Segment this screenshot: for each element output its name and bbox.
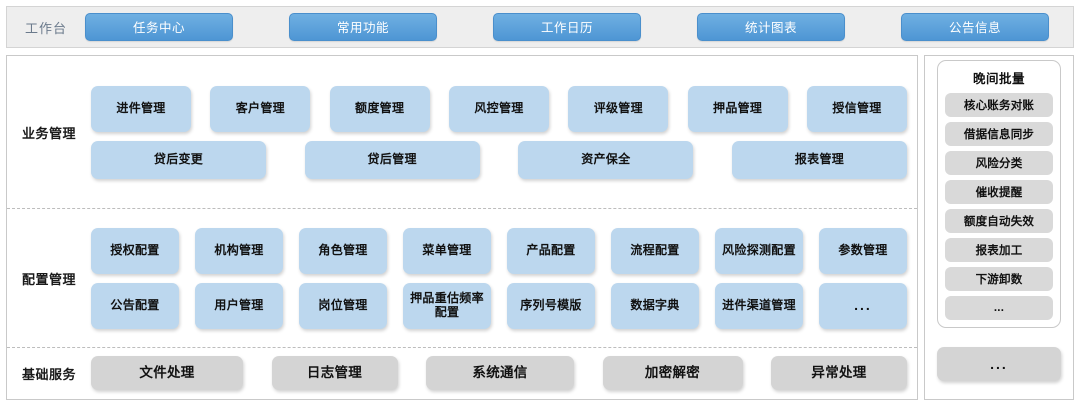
module-daihou-guanli[interactable]: 贷后管理	[304, 140, 480, 179]
section-rows-configuration: 授权配置 机构管理 角色管理 菜单管理 产品配置 流程配置 风险探测配置 参数管…	[91, 227, 917, 329]
page-title: 工作台	[24, 20, 67, 36]
batch-item-loan-note-sync[interactable]: 借据信息同步	[945, 122, 1053, 146]
config-row-1: 授权配置 机构管理 角色管理 菜单管理 产品配置 流程配置 风险探测配置 参数管…	[91, 227, 907, 274]
right-panel-more-button[interactable]: ...	[937, 346, 1061, 381]
module-xitong-tongxin[interactable]: 系统通信	[426, 356, 574, 390]
module-jiami-jiemi[interactable]: 加密解密	[602, 356, 743, 390]
module-config-more[interactable]: ...	[819, 282, 907, 329]
module-fengxian-tance-peizhi[interactable]: 风险探测配置	[715, 227, 803, 274]
module-baobiao-guanli[interactable]: 报表管理	[731, 140, 907, 179]
section-business-management: 业务管理 进件管理 客户管理 额度管理 风控管理 评级管理 押品管理 授信管理 …	[7, 56, 917, 208]
tab-work-calendar[interactable]: 工作日历	[493, 13, 641, 41]
module-jinjian-qudao-guanli[interactable]: 进件渠道管理	[715, 282, 803, 329]
module-jinjian-guanli[interactable]: 进件管理	[91, 85, 191, 132]
module-kehu-guanli[interactable]: 客户管理	[210, 85, 311, 132]
batch-item-credit-auto-expire[interactable]: 额度自动失效	[945, 209, 1053, 233]
batch-item-collection-reminder[interactable]: 催收提醒	[945, 180, 1053, 204]
config-row-2: 公告配置 用户管理 岗位管理 押品重估频率配置 序列号模版 数据字典 进件渠道管…	[91, 282, 907, 329]
right-side-panel: 晚间批量 核心账务对账 借据信息同步 风险分类 催收提醒 额度自动失效 报表加工…	[924, 55, 1074, 400]
top-navigation-bar: 工作台 任务中心 常用功能 工作日历 统计图表 公告信息	[6, 6, 1074, 48]
section-configuration-management: 配置管理 授权配置 机构管理 角色管理 菜单管理 产品配置 流程配置 风险探测配…	[7, 208, 917, 347]
module-jigou-guanli[interactable]: 机构管理	[195, 227, 283, 274]
module-gonggao-peizhi[interactable]: 公告配置	[91, 282, 179, 329]
module-canshu-guanli[interactable]: 参数管理	[819, 227, 907, 274]
top-tab-list: 任务中心 常用功能 工作日历 统计图表 公告信息	[85, 13, 1073, 41]
section-rows-business: 进件管理 客户管理 额度管理 风控管理 评级管理 押品管理 授信管理 贷后变更 …	[91, 85, 917, 179]
section-label-configuration: 配置管理	[21, 271, 76, 287]
night-batch-title: 晚间批量	[972, 72, 1025, 86]
batch-item-report-processing[interactable]: 报表加工	[945, 238, 1053, 262]
module-shouxin-guanli[interactable]: 授信管理	[806, 85, 907, 132]
tab-task-center[interactable]: 任务中心	[85, 13, 233, 41]
module-daihou-biangeng[interactable]: 贷后变更	[91, 140, 266, 179]
right-panel-bottom: ...	[925, 328, 1073, 399]
module-gangwei-guanli[interactable]: 岗位管理	[299, 282, 387, 329]
module-chanpin-peizhi[interactable]: 产品配置	[507, 227, 595, 274]
section-label-business: 业务管理	[21, 125, 76, 141]
module-edu-guanli[interactable]: 额度管理	[329, 85, 430, 132]
tab-announcements[interactable]: 公告信息	[901, 13, 1049, 41]
batch-item-downstream-unload[interactable]: 下游卸数	[945, 267, 1053, 291]
night-batch-box: 晚间批量 核心账务对账 借据信息同步 风险分类 催收提醒 额度自动失效 报表加工…	[937, 60, 1061, 328]
module-fengkong-guanli[interactable]: 风控管理	[448, 85, 549, 132]
batch-item-core-account-reconciliation[interactable]: 核心账务对账	[945, 93, 1053, 117]
tab-common-functions[interactable]: 常用功能	[289, 13, 437, 41]
module-yapin-guanli[interactable]: 押品管理	[687, 85, 788, 132]
module-yapin-chonggu-pinlv-peizhi[interactable]: 押品重估频率配置	[403, 282, 491, 329]
tab-statistics-charts[interactable]: 统计图表	[697, 13, 845, 41]
module-wenjian-chuli[interactable]: 文件处理	[91, 356, 243, 390]
business-row-1: 进件管理 客户管理 额度管理 风控管理 评级管理 押品管理 授信管理	[91, 85, 907, 132]
section-label-basic-services: 基础服务	[21, 366, 76, 382]
module-liucheng-peizhi[interactable]: 流程配置	[611, 227, 699, 274]
module-xuliehao-muban[interactable]: 序列号模版	[507, 282, 595, 329]
batch-item-more[interactable]: ...	[945, 296, 1053, 320]
module-rizhi-guanli[interactable]: 日志管理	[271, 356, 398, 390]
module-pingji-guanli[interactable]: 评级管理	[568, 85, 669, 132]
module-caidan-guanli[interactable]: 菜单管理	[403, 227, 491, 274]
module-map-panel: 业务管理 进件管理 客户管理 额度管理 风控管理 评级管理 押品管理 授信管理 …	[6, 55, 918, 400]
module-shouquan-peizhi[interactable]: 授权配置	[91, 227, 179, 274]
batch-item-risk-classification[interactable]: 风险分类	[945, 151, 1053, 175]
section-rows-basic-services: 文件处理 日志管理 系统通信 加密解密 异常处理	[91, 356, 917, 390]
module-yonghu-guanli[interactable]: 用户管理	[195, 282, 283, 329]
module-juese-guanli[interactable]: 角色管理	[299, 227, 387, 274]
section-basic-services: 基础服务 文件处理 日志管理 系统通信 加密解密 异常处理	[7, 347, 917, 398]
business-row-2: 贷后变更 贷后管理 资产保全 报表管理	[91, 140, 907, 179]
basic-row-1: 文件处理 日志管理 系统通信 加密解密 异常处理	[91, 356, 907, 390]
module-zichan-baoquan[interactable]: 资产保全	[518, 140, 694, 179]
module-shuju-zidian[interactable]: 数据字典	[611, 282, 699, 329]
module-yichang-chuli[interactable]: 异常处理	[771, 356, 907, 390]
